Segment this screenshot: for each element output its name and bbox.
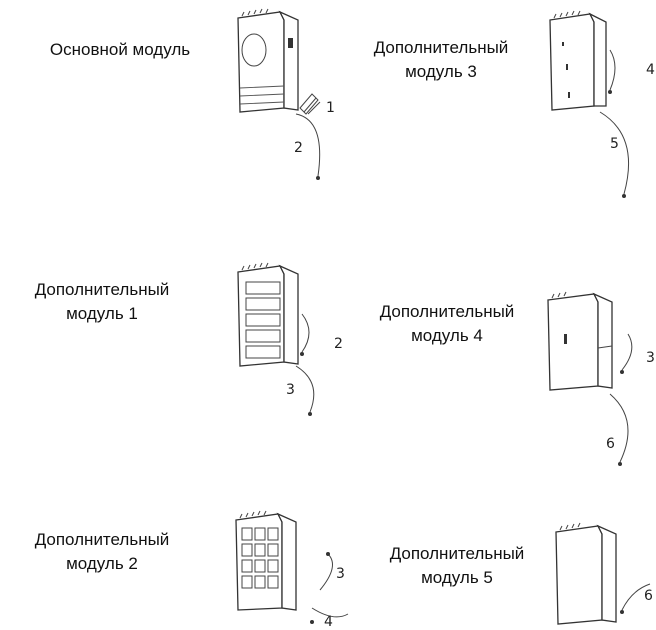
label-line: Дополнительный — [379, 302, 515, 321]
callout-6: 6 — [644, 588, 653, 604]
callout-6: 6 — [606, 436, 615, 452]
label-module-4: Дополнительный модуль 4 — [352, 300, 542, 348]
callout-2: 2 — [334, 336, 343, 352]
label-line: Основной модуль — [49, 40, 191, 59]
main-module-drawing: 1 2 — [237, 8, 335, 180]
label-module-1: Дополнительный модуль 1 — [6, 278, 198, 326]
callout-3: 3 — [646, 350, 655, 366]
callout-5: 5 — [610, 136, 619, 152]
callout-3: 3 — [286, 382, 295, 398]
label-module-2: Дополнительный модуль 2 — [6, 528, 198, 576]
module-5-drawing: 6 — [555, 522, 653, 625]
module-2-drawing: 3 4 — [235, 510, 349, 630]
label-line: Дополнительный — [389, 544, 525, 563]
label-line: Дополнительный — [34, 280, 170, 299]
callout-3: 3 — [336, 566, 345, 582]
callout-4: 4 — [646, 62, 655, 78]
label-line: Дополнительный — [373, 38, 509, 57]
label-line: модуль 3 — [405, 62, 477, 81]
callout-4: 4 — [324, 614, 333, 630]
module-4-drawing: 3 6 — [547, 291, 655, 466]
callout-1: 1 — [326, 100, 335, 116]
module-1-drawing: 2 3 — [237, 262, 343, 416]
label-main-module: Основной модуль — [30, 38, 210, 62]
label-line: модуль 5 — [421, 568, 493, 587]
module-3-drawing: 4 5 — [549, 10, 655, 198]
label-line: модуль 1 — [66, 304, 138, 323]
label-line: модуль 2 — [66, 554, 138, 573]
label-line: Дополнительный — [34, 530, 170, 549]
label-module-3: Дополнительный модуль 3 — [348, 36, 534, 84]
label-line: модуль 4 — [411, 326, 483, 345]
callout-2: 2 — [294, 140, 303, 156]
label-module-5: Дополнительный модуль 5 — [362, 542, 552, 590]
